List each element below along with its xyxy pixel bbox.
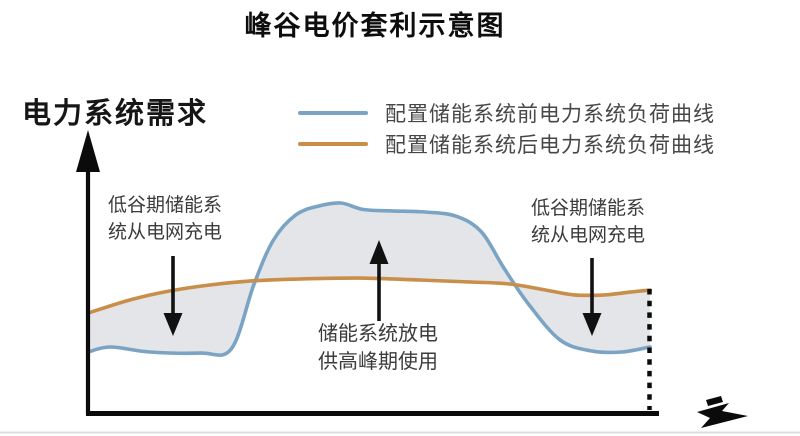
load-curve-after-storage (86, 276, 652, 315)
annotation-line: 储能系统放电 (318, 323, 438, 345)
annotation-line: 统从电网充电 (530, 225, 645, 246)
legend-label-after: 配置储能系统后电力系统负荷曲线 (385, 132, 715, 157)
legend-item-after: 配置储能系统后电力系统负荷曲线 (298, 128, 715, 159)
annotation-line: 低谷期储能系 (107, 195, 222, 216)
page-title: 峰谷电价套利示意图 (244, 11, 506, 41)
fill-between-band (88, 202, 650, 356)
legend-swatch-after (298, 141, 368, 146)
x-axis-arrow-icon (697, 396, 748, 428)
y-axis-label: 电力系统需求 (22, 98, 209, 130)
annotation-line: 统从电网充电 (107, 222, 222, 243)
legend: 配置储能系统前电力系统负荷曲线 配置储能系统后电力系统负荷曲线 (298, 97, 715, 159)
charge-arrow-right (582, 258, 602, 336)
y-axis-arrow-icon (76, 130, 100, 172)
annotation-valley-charge-left: 低谷期储能系 统从电网充电 (99, 192, 231, 246)
annotation-line: 供高峰期使用 (318, 351, 438, 373)
annotation-line: 低谷期储能系 (530, 198, 645, 219)
legend-item-before: 配置储能系统前电力系统负荷曲线 (298, 97, 715, 128)
charge-arrow-left (163, 256, 183, 336)
annotation-valley-charge-right: 低谷期储能系 统从电网充电 (522, 195, 654, 249)
legend-swatch-before (298, 110, 368, 115)
legend-label-before: 配置储能系统前电力系统负荷曲线 (385, 101, 715, 126)
discharge-arrow-up (369, 240, 389, 321)
load-curve-before-storage (86, 201, 652, 357)
annotation-peak-discharge: 储能系统放电 供高峰期使用 (312, 320, 444, 376)
